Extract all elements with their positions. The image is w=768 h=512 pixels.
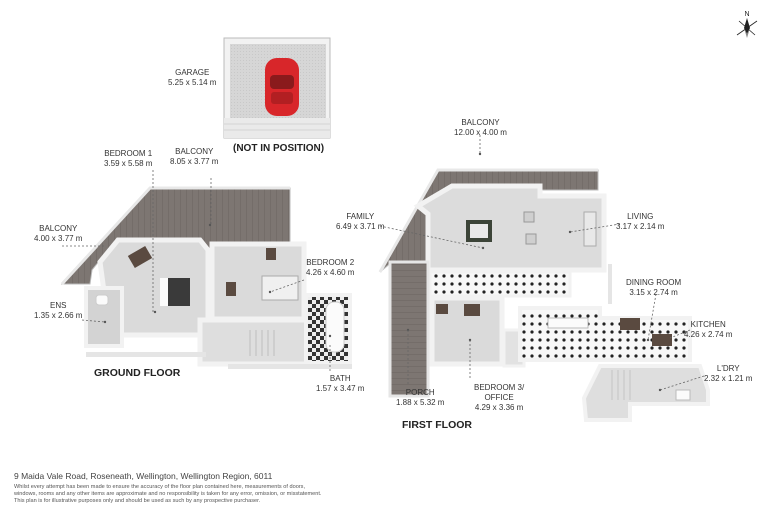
car-icon	[265, 58, 299, 116]
compass-north-label: N	[744, 11, 749, 18]
ground-floor-plan	[60, 186, 352, 369]
ground-floor-title: GROUND FLOOR	[94, 367, 181, 379]
compass-icon: N	[734, 8, 760, 44]
first-floor-title: FIRST FLOOR	[402, 419, 472, 431]
garage-block	[223, 37, 331, 139]
property-address: 9 Maida Vale Road, Roseneath, Wellington…	[14, 471, 273, 481]
leader-lines	[62, 135, 705, 391]
first-floor-plan	[378, 152, 710, 422]
disclaimer-line-3: This plan is for illustrative purposes o…	[14, 498, 261, 504]
disclaimer-line-1: Whilst every attempt has been made to en…	[14, 484, 306, 490]
not-in-position-note: (NOT IN POSITION)	[233, 143, 325, 154]
disclaimer-line-2: windows, rooms and any other items are a…	[14, 491, 322, 497]
